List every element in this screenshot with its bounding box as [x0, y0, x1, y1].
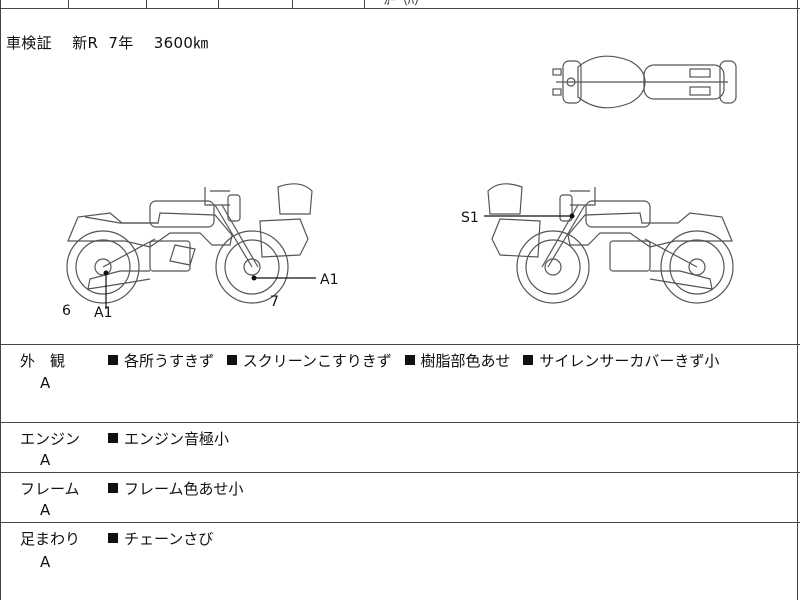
- section-notes: フレーム色あせ小: [108, 478, 252, 499]
- registration-mileage: 3600㎞: [153, 34, 209, 52]
- left-view-rear-wheel-number: 6: [62, 303, 71, 319]
- bullet-square-icon: [108, 355, 118, 365]
- section-grade: A: [40, 451, 51, 469]
- section-title: フレーム: [20, 480, 80, 498]
- section-title: 足まわり: [20, 530, 81, 548]
- right-view-tank: [585, 200, 651, 228]
- section-notes: エンジン音極小: [108, 428, 237, 449]
- section-title: エンジン: [20, 430, 81, 448]
- registration-line: 車検証 新R 7年 3600㎞: [6, 32, 208, 53]
- header-divider: [364, 0, 365, 8]
- bullet-square-icon: [108, 483, 118, 493]
- motorcycle-left-view: [66, 183, 316, 309]
- bullet-square-icon: [226, 355, 237, 365]
- right-view-body: [567, 212, 733, 248]
- left-view-rear-wheel: [66, 230, 140, 304]
- section-divider: [0, 422, 800, 423]
- left-view-engine: [149, 240, 191, 272]
- left-view-saddlebag: [259, 218, 309, 258]
- registration-status: 新R: [72, 34, 99, 52]
- motorcycle-damage-diagram: 6 A1 7 A1 S1: [62, 55, 737, 321]
- header-divider: [68, 0, 69, 8]
- left-view-front-wheel: [215, 230, 289, 304]
- note-item: サイレンサーカバーきず小: [539, 352, 720, 370]
- note-item: 樹脂部色あせ: [420, 352, 511, 370]
- note-item: 各所うすきず: [124, 352, 215, 370]
- note-item: エンジン音極小: [124, 430, 230, 448]
- section-divider: [0, 522, 800, 523]
- left-view-handlebar: [204, 187, 230, 206]
- right-view-saddlebag: [491, 218, 541, 258]
- left-view-front-damage-code: A1: [320, 272, 338, 288]
- section-grade: A: [40, 501, 51, 519]
- top-header-strip: ｶｰ（ﾊ）: [0, 0, 800, 9]
- right-view-rear-wheel: [660, 230, 734, 304]
- registration-year: 7年: [108, 34, 134, 52]
- left-view-body: [67, 212, 233, 248]
- left-view-tank: [149, 200, 215, 228]
- right-view-exhaust: [649, 270, 713, 290]
- section-divider: [0, 472, 800, 473]
- bullet-square-icon: [404, 355, 415, 365]
- registration-label: 車検証: [6, 34, 52, 52]
- right-view-damage-code: S1: [461, 210, 479, 226]
- section-notes: チェーンさび: [108, 528, 221, 549]
- left-view-front-wheel-number: 7: [270, 294, 279, 310]
- section-notes: 各所うすきず スクリーンこすりきず 樹脂部色あせ サイレンサーカバーきず小: [108, 350, 727, 371]
- section-grade: A: [40, 553, 51, 571]
- right-view-engine: [609, 240, 651, 272]
- section-divider: [0, 344, 800, 345]
- note-item: チェーンさび: [124, 530, 214, 548]
- section-grade: A: [40, 374, 51, 392]
- right-view-screen: [487, 183, 523, 215]
- note-item: スクリーンこすりきず: [242, 352, 392, 370]
- motorcycle-right-view: [484, 183, 734, 304]
- bullet-square-icon: [108, 533, 118, 543]
- clipped-header-text: ｶｰ（ﾊ）: [384, 0, 427, 7]
- header-divider: [218, 0, 219, 8]
- bullet-square-icon: [523, 355, 534, 365]
- left-view-screen: [277, 183, 313, 215]
- left-view-rear-damage-code: A1: [94, 305, 112, 321]
- motorcycle-top-view: [552, 55, 737, 109]
- section-title: 外 観: [20, 352, 66, 370]
- right-view-headlight: [559, 194, 573, 222]
- bullet-square-icon: [108, 433, 118, 443]
- left-view-headlight: [227, 194, 241, 222]
- right-view-front-wheel: [516, 230, 590, 304]
- note-item: フレーム色あせ小: [124, 480, 244, 498]
- left-view-exhaust: [87, 270, 151, 290]
- header-divider: [146, 0, 147, 8]
- right-view-handlebar: [570, 187, 596, 206]
- header-divider: [292, 0, 293, 8]
